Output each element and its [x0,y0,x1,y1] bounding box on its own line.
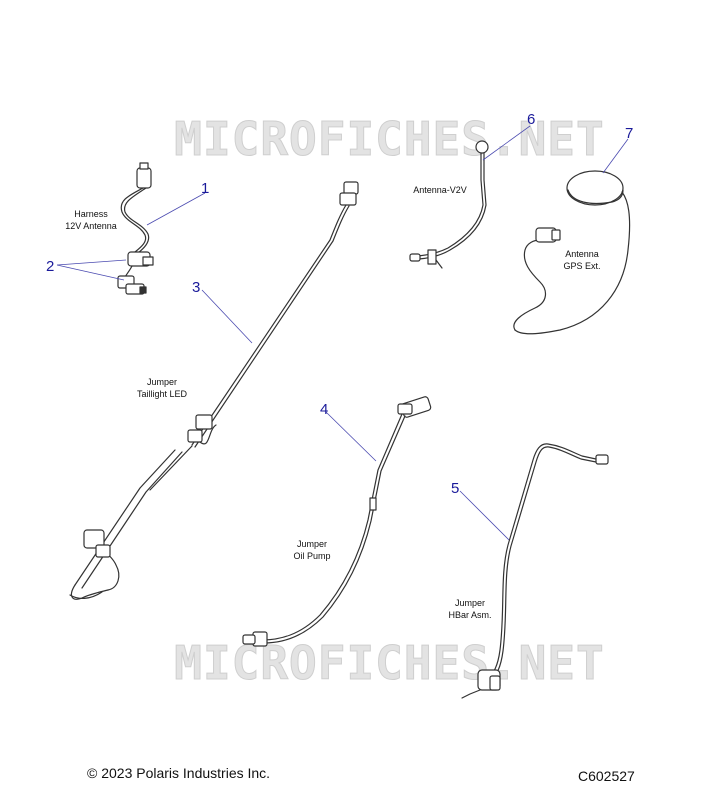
leader-line-1 [146,192,206,226]
callout-1[interactable]: 1 [201,180,210,197]
part-antenna-gps-ext[interactable] [513,170,631,335]
copyright-text: © 2023 Polaris Industries Inc. [87,765,271,781]
leader-lines [56,125,629,541]
leader-line-4 [325,411,377,462]
callout-5[interactable]: 5 [451,480,460,497]
diagram-code: C602527 [578,768,635,784]
part-antenna-v2v[interactable] [409,140,489,269]
label-harness-12v-antenna: Harness 12V Antenna [65,209,117,231]
label-jumper-hbar-asm: Jumper HBar Asm. [448,598,492,620]
leader-line-7 [602,138,629,174]
part-jumper-taillight-led[interactable] [69,181,359,600]
callout-4[interactable]: 4 [320,401,329,418]
label-jumper-taillight-led: Jumper Taillight LED [136,377,188,399]
part-harness-12v-antenna[interactable] [117,162,154,295]
watermark-top: MICROFICHES.NET [174,112,605,167]
leader-line-3 [201,289,253,344]
part-jumper-hbar-asm[interactable] [461,443,609,699]
watermark-bottom: MICROFICHES.NET [174,636,605,691]
leader-line-5 [459,490,510,541]
leader-line-2a [56,259,127,266]
callout-3[interactable]: 3 [192,279,201,296]
label-jumper-oil-pump: Jumper Oil Pump [293,539,331,561]
callout-2[interactable]: 2 [46,258,55,275]
callout-6[interactable]: 6 [527,111,536,128]
leader-line-2b [56,264,125,281]
label-antenna-gps-ext: Antenna GPS Ext. [563,249,601,271]
callout-7[interactable]: 7 [625,125,634,142]
label-antenna-v2v: Antenna-V2V [413,185,467,195]
part-jumper-oil-pump[interactable] [242,396,432,647]
leader-line-6 [482,125,531,161]
